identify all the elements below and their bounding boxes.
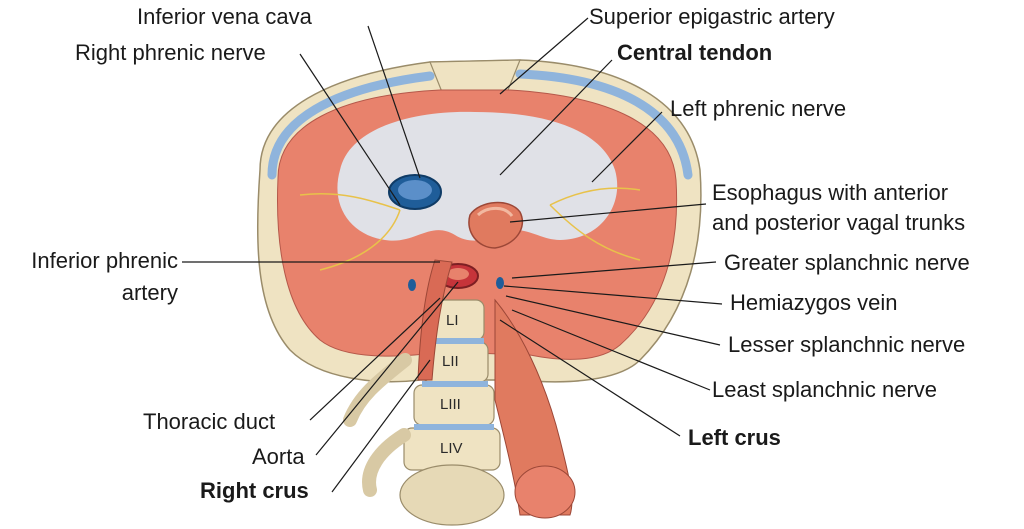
vertebra-l1: LI — [446, 312, 459, 329]
ivc-lumen — [398, 180, 432, 200]
label-superior-epigastric-artery: Superior epigastric artery — [589, 4, 835, 29]
label-greater-splanchnic-nerve: Greater splanchnic nerve — [724, 250, 970, 275]
costal-veins — [267, 69, 693, 180]
right-crus — [417, 259, 453, 381]
label-right-crus: Right crus — [200, 478, 309, 503]
label-esophagus-line2: and posterior vagal trunks — [712, 210, 966, 235]
label-central-tendon: Central tendon — [617, 40, 773, 65]
label-hemiazygos-vein: Hemiazygos vein — [730, 290, 898, 315]
vertebra-l4: LIV — [440, 440, 463, 457]
azygos-dot — [408, 279, 416, 291]
xiphoid-process — [429, 59, 521, 93]
label-inferior-phrenic-line1: Inferior phrenic — [31, 248, 178, 273]
leader-lines — [182, 17, 723, 493]
lower-ribs — [343, 353, 412, 497]
vertebra-l2: LII — [442, 353, 459, 370]
vagal-trunk — [476, 206, 514, 217]
label-least-splanchnic-nerve: Least splanchnic nerve — [712, 377, 938, 402]
hemiazygos-dot — [496, 277, 504, 289]
aorta-lumen — [447, 268, 469, 280]
label-esophagus-line1: Esophagus with anterior — [712, 180, 949, 205]
vertebra-l3: LIII — [440, 396, 461, 413]
label-aorta: Aorta — [252, 444, 305, 469]
label-lesser-splanchnic-nerve: Lesser splanchnic nerve — [728, 332, 966, 357]
label-thoracic-duct: Thoracic duct — [143, 409, 276, 434]
label-right-phrenic-nerve: Right phrenic nerve — [75, 40, 266, 65]
label-inferior-phrenic-line2: artery — [121, 280, 178, 305]
vertebral-column — [399, 299, 505, 526]
label-inferior-vena-cava: Inferior vena cava — [137, 4, 312, 29]
label-left-phrenic-nerve: Left phrenic nerve — [670, 96, 847, 121]
label-left-crus: Left crus — [688, 425, 781, 450]
psoas-cut-end — [514, 465, 576, 519]
phrenic-nerve-branches — [299, 187, 641, 271]
